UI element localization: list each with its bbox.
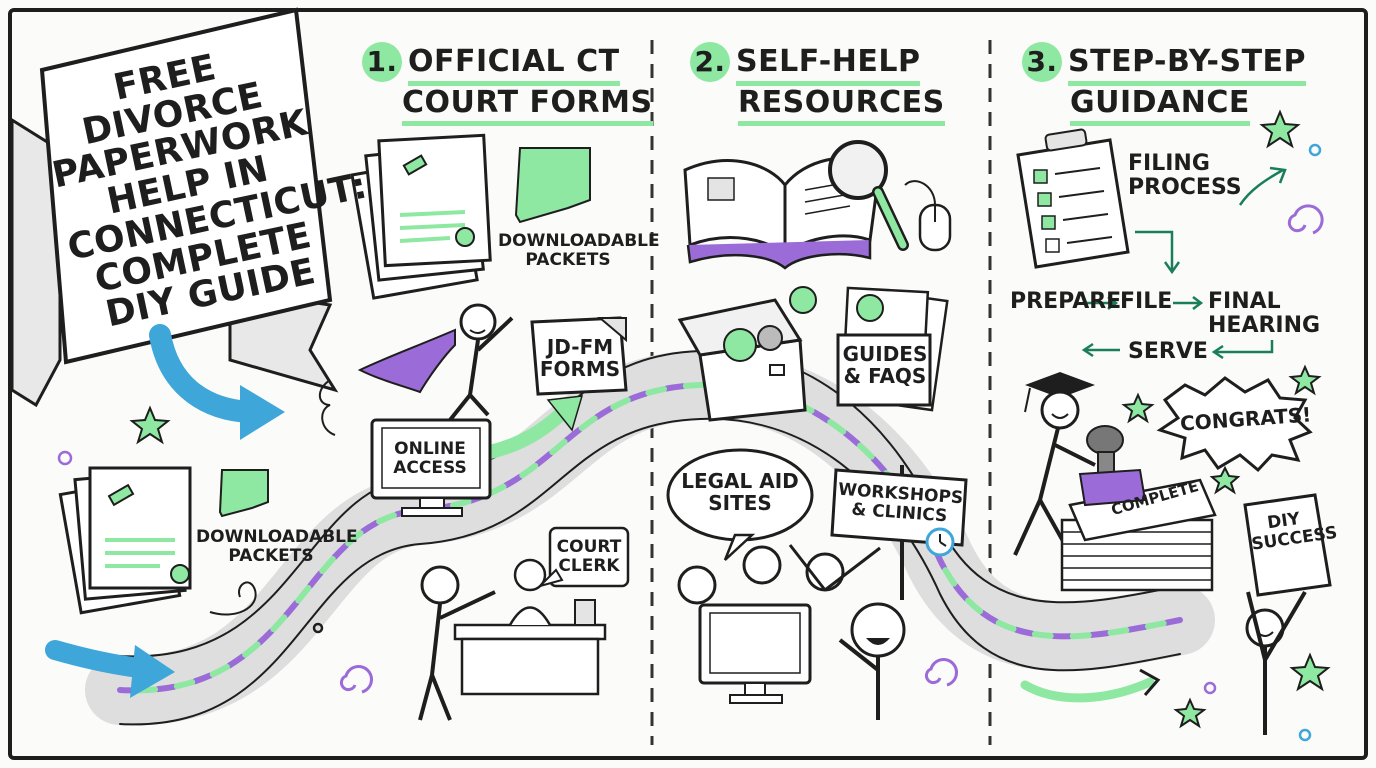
guides-faqs-label: Guides & FAQs (842, 342, 928, 388)
jd-fm-forms-label: JD-FM Forms (539, 335, 621, 381)
connecticut-map-left-icon (218, 469, 269, 518)
green-arrow-icon (483, 395, 584, 459)
section-number-3: 3. (1022, 42, 1062, 82)
court-clerk-label: Court Clerk (556, 537, 622, 576)
title-banner (10, 7, 339, 408)
section-heading-3: 3.Step-by-Step Guidance (1022, 42, 1307, 126)
graduate-figure-icon (1013, 372, 1096, 556)
curly-arrow-icon (209, 581, 257, 616)
flow-arrows-icon (1081, 166, 1287, 360)
blue-arrow-bottom-icon (45, 640, 175, 698)
downloadable-packets-left-label: Downloadable Packets (196, 527, 358, 566)
guides-faqs-papers-icon (836, 286, 949, 412)
court-forms-documents-left-icon (58, 466, 192, 615)
decorative-swirl-icons (339, 204, 1324, 694)
workshops-sign-icon (830, 465, 968, 600)
diy-success-figure-icon (1243, 493, 1332, 735)
decorative-dots (57, 143, 1322, 742)
connecticut-map-icon (514, 147, 591, 224)
section-number-2: 2. (690, 42, 730, 82)
swirl-squiggle-icon (318, 379, 336, 436)
step-final-hearing: Final Hearing (1208, 289, 1321, 339)
downloadable-packets-label: Downloadable Packets (498, 231, 660, 270)
section-heading-2: 2.Self-Help Resources (690, 42, 945, 126)
step-serve: Serve (1128, 339, 1208, 364)
filing-process-label: Filing Process (1128, 151, 1242, 201)
step-prepare: Prepare (1010, 289, 1122, 314)
section-number-1: 1. (362, 42, 402, 82)
winding-road-icon (85, 349, 1215, 726)
clipboard-checklist-icon (1016, 128, 1130, 269)
computer-mouse-icon (904, 180, 952, 252)
step-file: File (1120, 289, 1173, 314)
outer-frame (8, 8, 1368, 760)
superhero-figure-icon (357, 303, 514, 422)
court-clerk-desk-icon (418, 558, 607, 721)
online-access-monitor-icon (370, 418, 492, 517)
blue-arrow-icon (149, 324, 285, 440)
happy-people-group-icon (677, 544, 906, 720)
legal-aid-sites-label: Legal Aid Sites (681, 469, 799, 515)
toolbox-icon (677, 286, 817, 422)
congrats-burst-icon (1156, 376, 1313, 473)
court-forms-documents-icon (350, 133, 492, 300)
jd-fm-forms-card-icon (530, 316, 628, 396)
decorative-star-icons (129, 109, 1331, 729)
online-access-label: Online Access (393, 439, 467, 478)
green-swoosh-arrow-icon (1020, 668, 1161, 703)
legal-aid-speech-bubble-icon (666, 448, 814, 561)
section-heading-1: 1.Official CT Court Forms (362, 42, 653, 126)
court-clerk-speech-bubble-icon (536, 526, 630, 588)
shared-monitor-icon (698, 603, 812, 704)
paper-stack-icon (1060, 478, 1217, 592)
page-title: Free Divorce Paperwork Help in Connectic… (48, 47, 371, 336)
magnifying-glass-icon (828, 140, 909, 251)
rubber-stamp-icon (1078, 425, 1147, 507)
